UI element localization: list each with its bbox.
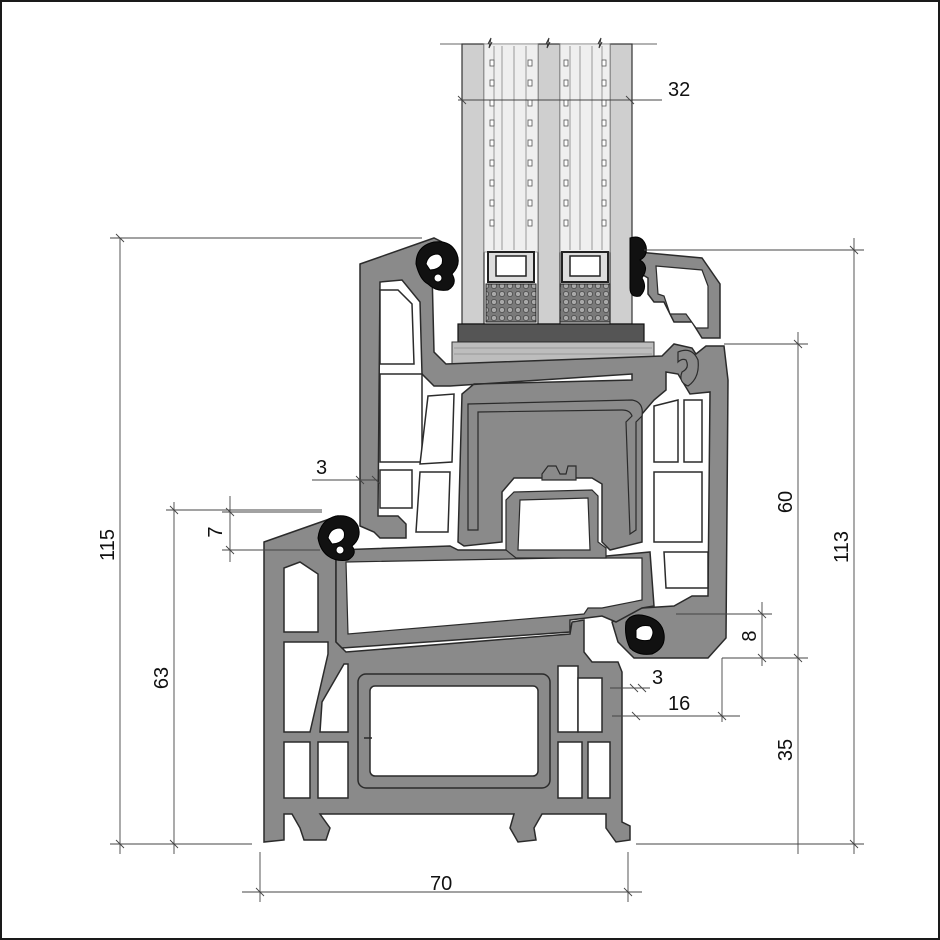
sash-cavity-2: [379, 373, 423, 463]
sash-cavity-5: [415, 471, 451, 533]
sash-profile: [359, 237, 729, 659]
sash-cavity-8: [653, 471, 703, 543]
sash-cavity-1: [379, 289, 415, 365]
sash-cavity-6: [653, 399, 679, 463]
dim-overall-115: 115: [97, 529, 119, 561]
dim-depth-70: 70: [430, 873, 452, 895]
glass-pane-outer: [461, 43, 485, 325]
dim-overall-113: 113: [831, 531, 853, 563]
sash-cavity-3: [379, 469, 413, 509]
frame-cavity-9: [587, 741, 611, 799]
sash-cavity-9: [663, 551, 709, 589]
glass-pane-inner: [609, 43, 633, 325]
frame-cavity-7: [577, 677, 603, 733]
dim-gasket-8: 8: [739, 630, 761, 641]
dimension-labels: 32 115 63 7 3 60 113 8 3 16 35 70: [97, 79, 853, 895]
frame-cavity-8: [557, 741, 583, 799]
gasket-glazing-inner: [629, 236, 647, 297]
dimension-lines: [110, 95, 864, 902]
frame-cavity-3: [283, 741, 311, 799]
frame-profile: [263, 465, 655, 843]
sash-cavity-7: [683, 399, 703, 463]
frame-cavity-1: [283, 561, 319, 633]
secondary-seal-1: [485, 283, 537, 323]
frame-cavity-4: [317, 741, 349, 799]
dim-wall-3-lower: 3: [652, 667, 663, 689]
dim-glazing-32: 32: [668, 79, 690, 101]
dim-wall-3-upper: 3: [316, 457, 327, 479]
dim-overlap-7: 7: [205, 526, 227, 537]
sash-reinforcement: [467, 399, 643, 536]
dim-frame-35: 35: [775, 739, 797, 761]
secondary-seal-2: [559, 283, 611, 323]
dim-rebate-16: 16: [668, 693, 690, 715]
glazing-unit: [440, 37, 657, 365]
glazing-block: [457, 323, 645, 343]
glass-pane-middle: [537, 43, 561, 325]
frame-cavity-2: [283, 641, 329, 733]
frame-cavity-6: [557, 665, 579, 733]
dim-frame-63: 63: [151, 667, 173, 689]
sash-cavity-4: [419, 393, 455, 465]
dim-sash-60: 60: [775, 491, 797, 513]
frame-cavity-5: [319, 663, 349, 733]
gaskets: [317, 236, 665, 655]
